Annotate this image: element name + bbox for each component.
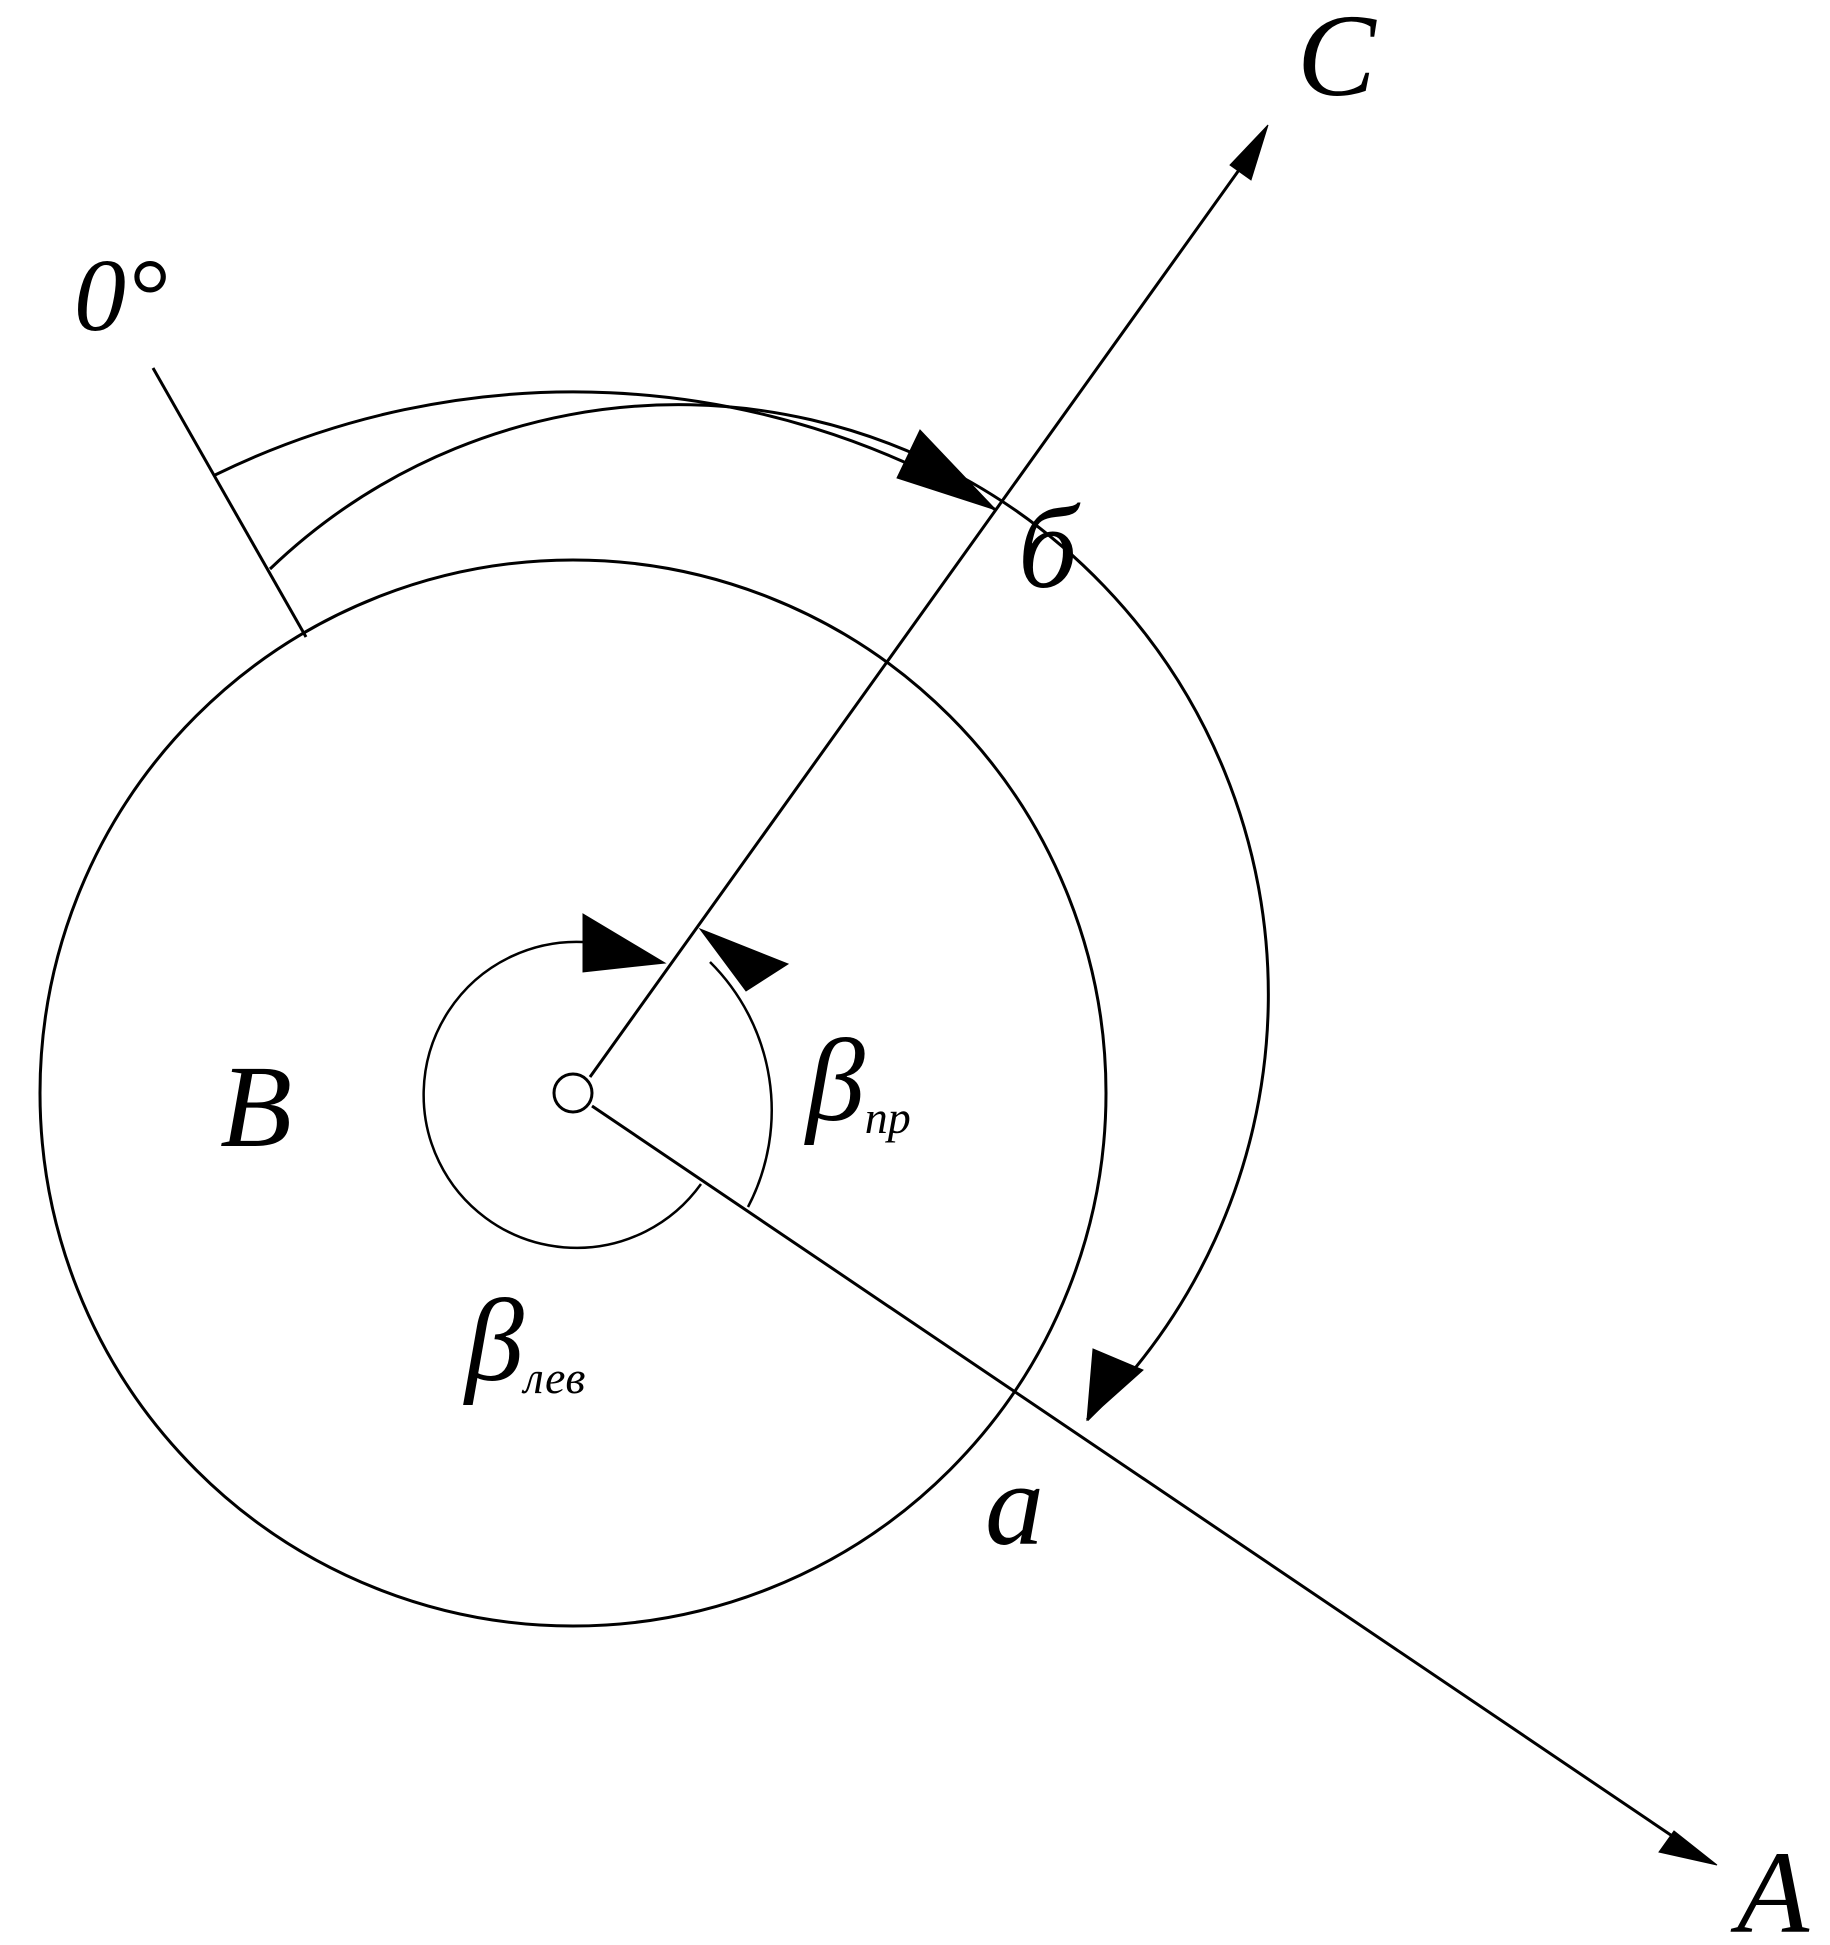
label-beta-left: βлев [463,1275,585,1406]
label-zero-direction: 0° [74,238,168,353]
ray-a-arrowhead [1658,1830,1718,1866]
beta-left-arc [422,940,703,1250]
ray-to-a [591,1104,1691,1850]
label-mark-a: а [985,1439,1044,1570]
label-station-b: B [220,1041,292,1172]
middle-arc-arrowhead [1086,1348,1144,1422]
label-mark-b: б [1018,482,1081,613]
beta-right-arc [709,961,773,1208]
outer-arc-zero-to-b [214,390,997,512]
zero-direction-line [151,367,308,638]
ray-to-c [588,148,1256,1078]
station-center-point [552,1072,594,1114]
beta-right-subscript: пр [865,1092,911,1143]
beta-right-symbol: β [804,1015,865,1146]
beta-left-symbol: β [463,1275,524,1406]
beta-right-arrowhead [698,927,790,992]
beta-left-arrowhead [582,913,667,973]
middle-arc-zero-to-a [268,403,1270,1422]
label-a: A [1730,1827,1810,1945]
limb-circle [38,558,1108,1628]
beta-left-subscript: лев [521,1352,586,1403]
ray-c-arrowhead [1229,124,1269,181]
label-beta-right: βпр [804,1015,911,1146]
label-c: C [1297,0,1377,121]
